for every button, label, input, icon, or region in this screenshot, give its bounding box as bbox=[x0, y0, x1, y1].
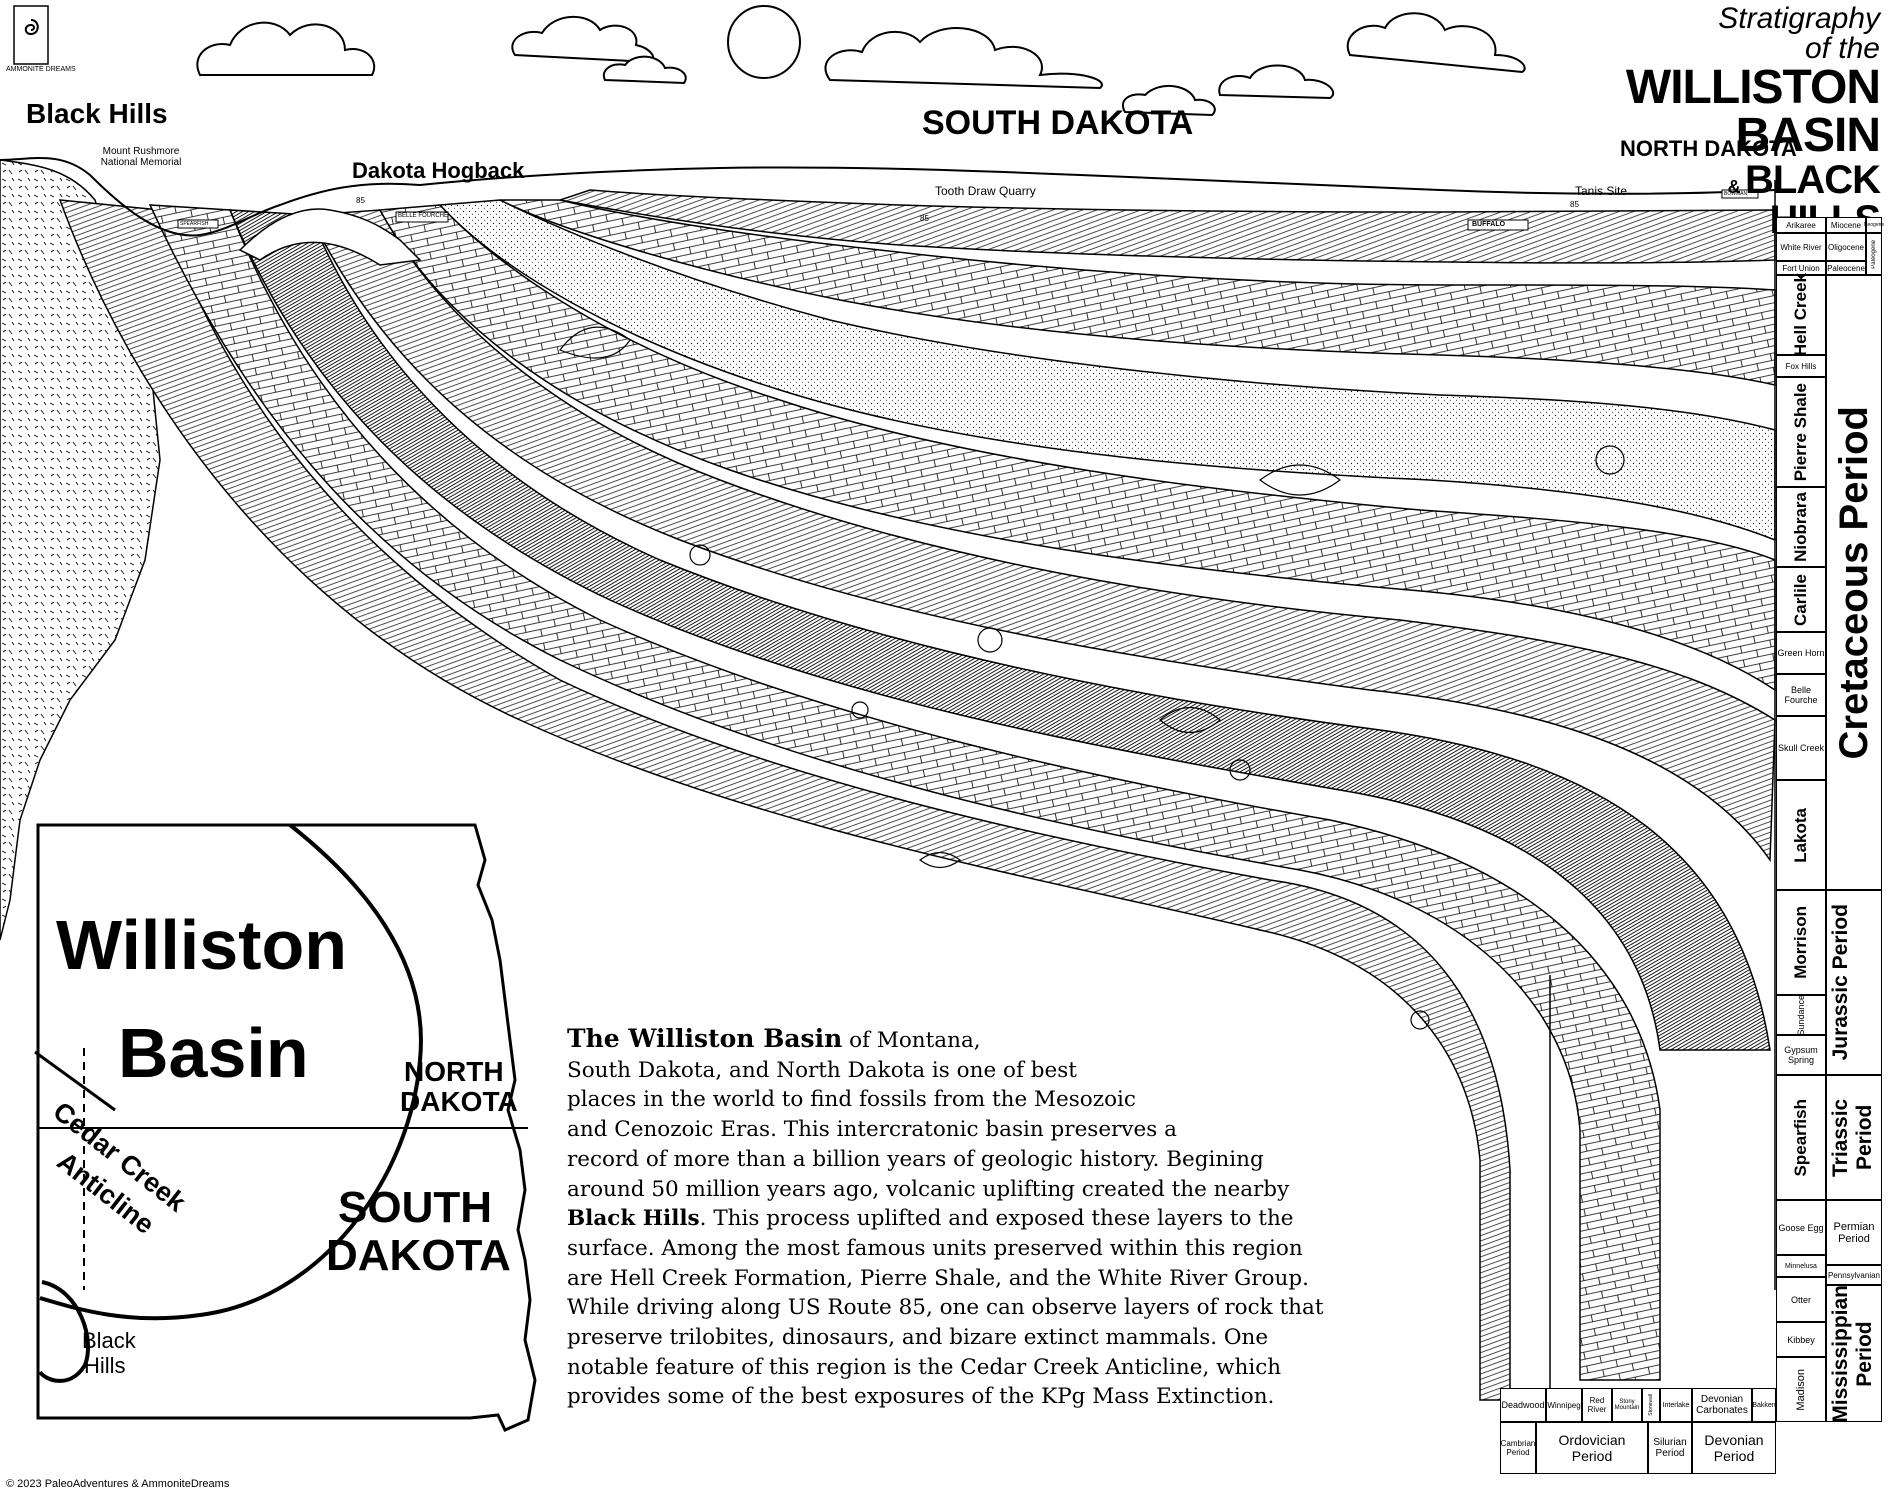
strat-period-cretaceous: Cretaceous Period bbox=[1831, 405, 1876, 760]
sun-icon bbox=[727, 5, 801, 79]
strat-formation: Fox Hills bbox=[1776, 355, 1826, 377]
strat-bottom-period: Cambrian Period bbox=[1500, 1422, 1536, 1474]
strat-epoch: Oligocene bbox=[1826, 233, 1866, 261]
description-line: preserve trilobites, dinosaurs, and biza… bbox=[567, 1325, 1269, 1351]
strat-formation: Kibbey bbox=[1776, 1322, 1826, 1357]
description-line: places in the world to find fossils from… bbox=[567, 1087, 1136, 1113]
strat-formation: Sundance bbox=[1796, 994, 1806, 1036]
black-hills-oval bbox=[38, 1280, 90, 1383]
title-line-5: BLACK bbox=[1745, 158, 1881, 202]
cloud-icon bbox=[196, 12, 1526, 117]
description-line: of Montana, bbox=[842, 1028, 981, 1053]
label-tanis-site: Tanis Site bbox=[1575, 184, 1628, 198]
strat-formation: Goose Egg bbox=[1776, 1200, 1826, 1255]
strat-epoch: Miocene bbox=[1826, 217, 1866, 233]
description-black-hills: Black Hills bbox=[567, 1206, 700, 1232]
description-line: South Dakota, and North Dakota is one of… bbox=[567, 1057, 1077, 1083]
sign-belle-fourche: BELLE FOURCHE bbox=[398, 213, 449, 219]
map-label-williston: Williston bbox=[56, 906, 348, 984]
title-line-1: Stratigraphy bbox=[1718, 2, 1880, 35]
title-line-3: WILLISTON bbox=[1625, 61, 1881, 114]
title-line-4: BASIN bbox=[1735, 109, 1881, 162]
title-line-2: of the bbox=[1804, 32, 1880, 65]
map-label-north: NORTH bbox=[404, 1056, 504, 1087]
sign-bowman: BOWMAN bbox=[1724, 191, 1748, 197]
map-label-north-dakota: DAKOTA bbox=[400, 1086, 518, 1117]
strat-bottom-formation: Stony Mountain bbox=[1612, 1388, 1642, 1422]
description-line: and Cenozoic Eras. This intercratonic ba… bbox=[567, 1117, 1177, 1143]
strat-bottom-period: Silurian Period bbox=[1648, 1422, 1692, 1474]
strat-bottom-period: Devonian Period bbox=[1692, 1422, 1776, 1474]
strat-formation: Gypsum Spring bbox=[1776, 1035, 1826, 1075]
label-south-dakota: SOUTH DAKOTA bbox=[922, 104, 1194, 142]
description-line: While driving along US Route 85, one can… bbox=[567, 1295, 1324, 1321]
description-line: record of more than a billion years of g… bbox=[567, 1146, 1264, 1172]
strat-bottom-formation: Winnipeg bbox=[1546, 1388, 1582, 1422]
title-block: Stratigraphy of the WILLISTON BASIN & BL… bbox=[1625, 2, 1881, 241]
strat-formation: Otter bbox=[1776, 1277, 1826, 1322]
strat-formation: Madison bbox=[1795, 1368, 1807, 1411]
label-tooth-draw-quarry: Tooth Draw Quarry bbox=[935, 184, 1036, 198]
strat-formation: Minnelusa bbox=[1776, 1255, 1826, 1277]
state-map-outline bbox=[36, 823, 537, 1432]
strat-bottom-formation: Red River bbox=[1582, 1388, 1612, 1422]
route-sign-85: 85 bbox=[1570, 200, 1579, 209]
strat-bottom-formation: Devonian Carbonates bbox=[1692, 1388, 1752, 1422]
strat-formation: Spearfish bbox=[1791, 1098, 1810, 1177]
strat-period-jurassic: Jurassic Period bbox=[1829, 904, 1852, 1061]
description-line: . This process uplifted and exposed thes… bbox=[699, 1206, 1294, 1232]
label-north-dakota: NORTH DAKOTA bbox=[1620, 136, 1797, 161]
strat-period-mississippian: Mississippian Period bbox=[1829, 1284, 1876, 1423]
strat-bottom-formation: Interlake bbox=[1660, 1388, 1692, 1422]
description-line: are Hell Creek Formation, Pierre Shale, … bbox=[567, 1265, 1309, 1291]
description-line: surface. Among the most famous units pre… bbox=[567, 1235, 1303, 1261]
strat-era: Neogene bbox=[1864, 217, 1884, 233]
strat-period-triassic: Triassic Period bbox=[1829, 1098, 1876, 1177]
strat-formation: Niobrara bbox=[1791, 492, 1810, 562]
copyright: © 2023 PaleoAdventures & AmmoniteDreams bbox=[6, 1478, 230, 1490]
sign-spearfish: SPEARFISH bbox=[180, 221, 209, 227]
strat-bottom-formation: Bakken bbox=[1752, 1388, 1776, 1422]
strat-formation: Hell Creek bbox=[1791, 273, 1810, 357]
strat-unit: Arikaree bbox=[1776, 217, 1826, 233]
description-line: notable feature of this region is the Ce… bbox=[567, 1354, 1282, 1380]
strat-period-permian: Permian Period bbox=[1826, 1200, 1882, 1265]
strat-bottom-period: Ordovician Period bbox=[1536, 1422, 1648, 1474]
map-label-south: SOUTH bbox=[338, 1183, 492, 1232]
map-label-south-dakota: DAKOTA bbox=[326, 1231, 511, 1280]
label-mount-rushmore: Mount Rushmore National Memorial bbox=[100, 146, 182, 168]
strat-bottom-formation: Deadwood bbox=[1500, 1388, 1546, 1422]
strat-formation: Lakota bbox=[1791, 807, 1810, 863]
description-line: provides some of the best exposures of t… bbox=[567, 1384, 1275, 1410]
description-line: around 50 million years ago, volcanic up… bbox=[567, 1176, 1290, 1202]
strat-formation: Green Horn bbox=[1776, 632, 1826, 674]
route-sign-85: 85 bbox=[356, 196, 365, 205]
logo-text: AMMONITE DREAMS bbox=[6, 66, 76, 73]
description-lead: The Williston Basin bbox=[567, 1024, 843, 1053]
map-label-basin: Basin bbox=[118, 1014, 309, 1092]
map-label-hills: Hills bbox=[84, 1353, 126, 1378]
strat-epoch: Paleocene bbox=[1826, 261, 1866, 275]
strat-era: Paleogene bbox=[1871, 239, 1877, 269]
strat-unit: Fort Union bbox=[1776, 261, 1826, 275]
basin-outline bbox=[39, 823, 423, 1321]
strat-formation: Pierre Shale bbox=[1791, 382, 1810, 482]
label-dakota-hogback: Dakota Hogback bbox=[352, 158, 525, 183]
strat-formation: Morrison bbox=[1791, 906, 1810, 979]
route-sign-85: 85 bbox=[920, 214, 929, 223]
strat-formation: Carlile bbox=[1791, 573, 1810, 626]
ammonite-icon bbox=[24, 19, 39, 36]
fossil-icons bbox=[559, 326, 1625, 1030]
strat-formation: Belle Fourche bbox=[1776, 674, 1826, 716]
title-amp: & bbox=[1727, 177, 1741, 197]
strat-period-pennsylvanian: Pennsylvanian bbox=[1826, 1265, 1882, 1285]
label-black-hills: Black Hills bbox=[26, 98, 168, 129]
map-label-black: Black bbox=[82, 1328, 136, 1353]
strat-bottom-formation: Stonewall bbox=[1648, 1394, 1654, 1416]
strat-formation: Skull Creek bbox=[1776, 716, 1826, 780]
strat-unit: White River bbox=[1776, 233, 1826, 261]
sign-buffalo: BUFFALO bbox=[1472, 221, 1506, 228]
description-paragraph: The Williston Basin of Montana, South Da… bbox=[567, 1024, 1327, 1412]
